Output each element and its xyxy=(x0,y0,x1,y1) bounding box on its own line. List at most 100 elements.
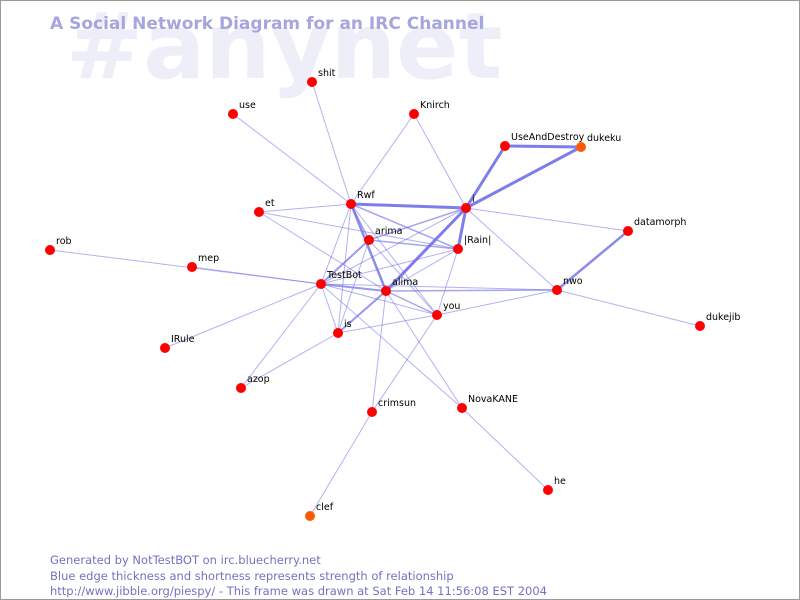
edge-you-nwo xyxy=(436,289,558,316)
node-Rain: |Rain| xyxy=(453,235,491,254)
node-arima: arima xyxy=(364,226,402,245)
node-dukejib: dukejib xyxy=(695,312,740,331)
node-is: is xyxy=(333,319,352,338)
edge-arima-Rain xyxy=(368,239,459,250)
edge-TestBot-azop xyxy=(240,283,322,389)
edge-TestBot-NovaKANE xyxy=(320,283,463,409)
node-label: |Rain| xyxy=(464,235,491,246)
edge-Rwf-alima xyxy=(349,202,388,293)
edge-TestBot-you xyxy=(320,283,438,316)
node-nwo: nwo xyxy=(552,276,583,295)
node-dot xyxy=(543,485,553,495)
edge-et-alima xyxy=(258,211,387,292)
edge-Rwf-Rain xyxy=(350,203,459,250)
node-label: IRule xyxy=(171,334,195,345)
node-dot xyxy=(457,403,467,413)
node-label: use xyxy=(239,100,256,111)
node-mep: mep xyxy=(187,253,219,272)
node-et: et xyxy=(254,198,275,217)
footer-legend-note: Blue edge thickness and shortness repres… xyxy=(50,569,454,583)
node-dot xyxy=(500,141,510,151)
node-dot xyxy=(236,383,246,393)
node-shit: shit xyxy=(307,68,336,87)
node-label: azop xyxy=(247,374,270,385)
edge-shit-Rwf xyxy=(311,81,352,205)
node-label: clef xyxy=(316,502,334,513)
edge-Rwf-TestBot xyxy=(320,203,352,285)
node-TestBot: TestBot xyxy=(316,270,362,289)
node-label: is xyxy=(344,319,352,330)
edge-rob-TestBot xyxy=(49,249,322,285)
node-label: rob xyxy=(56,236,72,247)
node-label: Rwf xyxy=(357,190,375,201)
node-IRule: IRule xyxy=(160,334,195,353)
node-dot xyxy=(576,142,586,152)
edge-Rwf-is xyxy=(337,203,352,334)
edge-TestBot-IRule xyxy=(164,283,322,349)
node-dot xyxy=(364,235,374,245)
node-dot xyxy=(45,245,55,255)
node-label: i xyxy=(472,194,475,205)
node-alima: alima xyxy=(381,277,418,296)
node-dot xyxy=(623,226,633,236)
node-dot xyxy=(695,321,705,331)
node-dot xyxy=(316,279,326,289)
node-label: UseAndDestroy xyxy=(511,132,585,143)
node-dot xyxy=(254,207,264,217)
edge-UseAndDestroy-dukeku xyxy=(503,144,583,149)
edge-crimsun-clef xyxy=(309,411,373,517)
node-clef: clef xyxy=(305,502,334,521)
diagram-title: A Social Network Diagram for an IRC Chan… xyxy=(50,14,484,34)
edge-arima-is xyxy=(337,239,370,334)
node-dot xyxy=(187,262,197,272)
node-use: use xyxy=(228,100,256,119)
node-Knirch: Knirch xyxy=(409,100,450,119)
footer-url-timestamp: http://www.jibble.org/piespy/ - This fra… xyxy=(50,584,547,598)
node-UseAndDestroy: UseAndDestroy xyxy=(500,132,585,151)
node-label: dukeku xyxy=(587,133,621,144)
edge-datamorph-nwo xyxy=(555,229,630,292)
edge-TestBot-nwo xyxy=(320,283,558,291)
edge-alima-NovaKANE xyxy=(385,290,463,409)
edge-Rain-you xyxy=(436,248,459,316)
edge-i-nwo xyxy=(465,207,558,291)
node-dot xyxy=(367,407,377,417)
edge-Rwf-you xyxy=(350,203,438,316)
node-label: alima xyxy=(392,277,418,288)
node-label: shit xyxy=(318,68,336,79)
node-label: arima xyxy=(375,226,402,237)
edge-i-TestBot xyxy=(320,207,467,285)
edge-TestBot-is xyxy=(320,283,339,334)
edge-arima-you xyxy=(368,239,438,316)
node-azop: azop xyxy=(236,374,270,393)
edge-Knirch-Rwf xyxy=(350,113,415,205)
edge-alima-nwo xyxy=(385,289,558,292)
node-label: mep xyxy=(198,253,219,264)
node-NovaKANE: NovaKANE xyxy=(457,394,518,413)
node-dukeku: dukeku xyxy=(576,133,621,152)
edge-use-Rwf xyxy=(232,113,352,205)
edge-et-Rain xyxy=(258,211,459,250)
node-dot xyxy=(432,310,442,320)
node-dot xyxy=(307,77,317,87)
node-dot xyxy=(160,343,170,353)
node-dot xyxy=(409,109,419,119)
edge-NovaKANE-he xyxy=(461,407,549,491)
node-you: you xyxy=(432,301,460,320)
edge-Rwf-arima xyxy=(350,203,370,241)
edge-et-Rwf xyxy=(258,203,352,213)
node-dot xyxy=(552,285,562,295)
node-dot xyxy=(381,286,391,296)
node-label: he xyxy=(554,476,566,487)
footer-generated-by: Generated by NotTestBOT on irc.bluecherr… xyxy=(50,553,321,567)
edge-Rain-alima xyxy=(385,248,459,292)
node-Rwf: Rwf xyxy=(346,190,375,209)
node-he: he xyxy=(543,476,566,495)
node-label: nwo xyxy=(563,276,583,287)
edge-alima-you xyxy=(385,290,438,316)
edge-i-datamorph xyxy=(465,207,629,232)
node-label: NovaKANE xyxy=(468,394,518,405)
edge-is-alima xyxy=(337,290,387,334)
node-dot xyxy=(346,199,356,209)
